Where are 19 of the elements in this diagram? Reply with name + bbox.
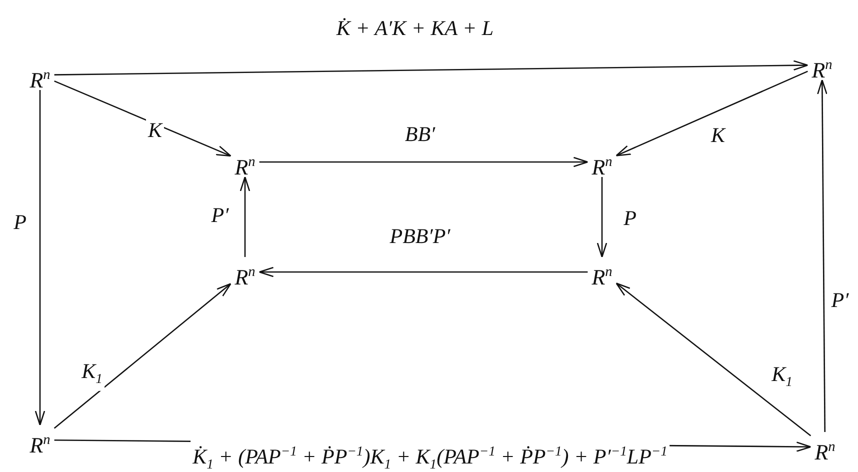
node-label: R$^{n}$ <box>592 260 612 284</box>
node-label: R$^{n}$ <box>234 260 256 284</box>
arrow <box>54 80 232 157</box>
arrow <box>817 79 828 432</box>
arrow <box>54 60 808 76</box>
arrow <box>616 282 812 436</box>
node-label: R$^{n}$ <box>30 63 50 87</box>
node-label: R$^{n}$ <box>592 150 612 174</box>
arrow <box>54 283 232 429</box>
node-label: R$^{n}$ <box>812 53 832 77</box>
arrow <box>616 70 808 156</box>
node-label: R$^{n}$ <box>30 428 50 452</box>
arrow <box>240 176 250 257</box>
node-label: R$^{n}$ <box>234 150 256 174</box>
arrow <box>596 177 608 258</box>
arrow <box>34 90 46 426</box>
node-label: R$^{n}$ <box>814 435 836 459</box>
arrow <box>258 266 588 278</box>
arrow <box>259 156 588 168</box>
